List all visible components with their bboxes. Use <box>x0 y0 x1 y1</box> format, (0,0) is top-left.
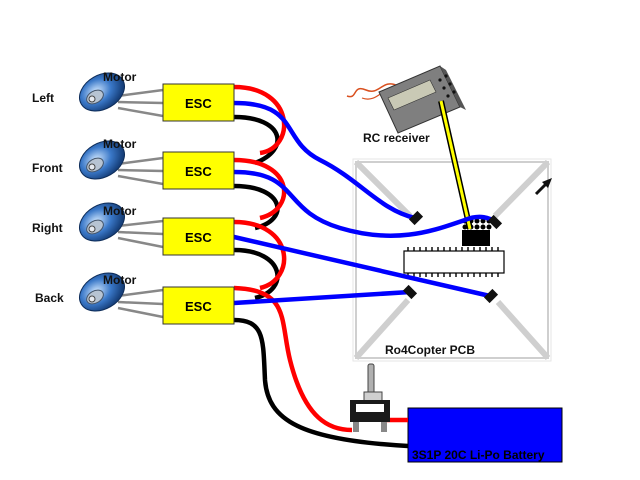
receiver-label: RC receiver <box>363 131 430 145</box>
esc-box <box>162 151 235 190</box>
motor-label: Motor <box>103 204 137 218</box>
motor-row-front: Front Motor ESC <box>32 137 235 190</box>
battery: 3S1P 20C Li-Po Battery <box>407 407 563 463</box>
motor-icon <box>79 202 164 249</box>
position-label: Back <box>35 291 64 305</box>
motor-icon <box>79 140 164 186</box>
esc-connectors <box>402 210 503 304</box>
toggle-switch-icon <box>350 363 390 432</box>
negative-wires <box>233 114 409 449</box>
motor-icon <box>79 272 164 319</box>
esc-label: ESC <box>185 230 212 245</box>
motor-row-right: Right Motor ESC <box>32 202 235 256</box>
esc-label: ESC <box>185 299 212 314</box>
forward-arrow-icon <box>534 178 552 196</box>
motor-label: Motor <box>103 273 137 287</box>
esc-box <box>162 217 235 256</box>
position-label: Front <box>32 161 63 175</box>
motor-label: Motor <box>103 70 137 84</box>
battery-label: 3S1P 20C Li-Po Battery <box>412 448 545 462</box>
position-label: Left <box>32 91 54 105</box>
motor-row-left: Left Motor ESC <box>32 70 235 122</box>
esc-box <box>162 83 235 122</box>
position-label: Right <box>32 221 63 235</box>
rc-receiver: RC receiver <box>346 65 466 145</box>
esc-label: ESC <box>185 164 212 179</box>
signal-wires <box>233 100 497 306</box>
motor-label: Motor <box>103 137 137 151</box>
motor-icon <box>79 72 164 118</box>
pcb-label: Ro4Copter PCB <box>385 343 475 357</box>
pcb-board: Ro4Copter PCB <box>352 158 552 362</box>
motor-row-back: Back Motor ESC <box>35 272 235 325</box>
esc-box <box>162 286 235 325</box>
esc-label: ESC <box>185 96 212 111</box>
microcontroller-chip <box>403 250 505 274</box>
chip-pins <box>407 247 499 277</box>
